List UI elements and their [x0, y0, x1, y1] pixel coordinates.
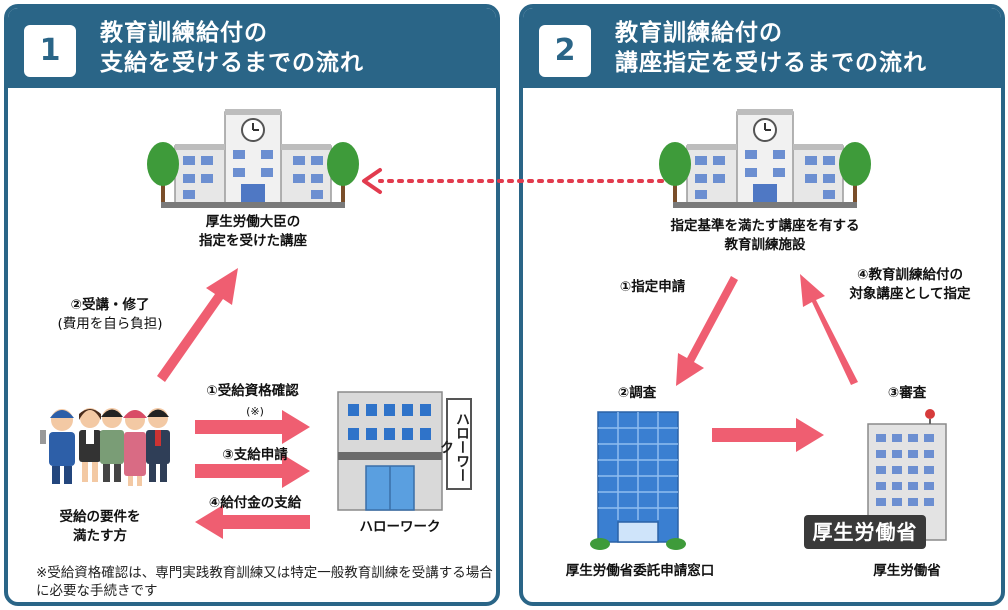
arrow-designation — [800, 274, 858, 385]
right-step3-label: ③審査 — [887, 385, 927, 401]
left-school-label-line2: 指定を受けた講座 — [199, 233, 307, 249]
panel-1-title-line1: 教育訓練給付の — [100, 20, 268, 46]
hellowork-label: ハローワーク — [359, 519, 441, 535]
panel-1: 1 教育訓練給付の 支給を受けるまでの流れ — [4, 4, 500, 606]
people-label: 受給の要件を 満たす方 — [40, 508, 160, 546]
right-step4-label-line2: 対象講座として指定 — [849, 286, 971, 302]
people-label-line2: 満たす方 — [73, 528, 127, 544]
right-school-label-line1: 指定基準を満たす講座を有する — [670, 218, 860, 234]
panel-2-number: 2 — [539, 25, 591, 77]
arrow-investigation-to-review — [712, 418, 824, 452]
step3-label: ③支給申請 — [222, 447, 288, 463]
school-building-left-icon — [146, 108, 360, 209]
arrow-step3 — [195, 454, 310, 488]
dotted-arrow-head — [362, 168, 382, 194]
footnote: ※受給資格確認は、専門実践教育訓練又は特定一般教育訓練を受講する場合に必要な手続… — [36, 565, 493, 599]
arrow-to-school — [157, 268, 238, 382]
panel-2-title-line2: 講座指定を受けるまでの流れ — [615, 50, 927, 76]
right-step1-label: ①指定申請 — [619, 279, 686, 295]
step2-label-line2: (費用を自ら負担) — [57, 316, 163, 332]
right-step4-label: ④教育訓練給付の 対象講座として指定 — [830, 266, 990, 304]
left-school-label-line1: 厚生労働大臣の — [205, 214, 301, 230]
panel-2-title: 教育訓練給付の 講座指定を受けるまでの流れ — [615, 18, 927, 78]
arrow-designation-request — [676, 276, 738, 386]
step1-label: ①受給資格確認 — [206, 383, 299, 399]
applicants-people-icon — [40, 408, 170, 486]
panel-1-number: 1 — [24, 25, 76, 77]
office-tower-icon — [590, 411, 686, 550]
step2-label: ②受講・修了 (費用を自ら負担) — [40, 296, 180, 334]
arrow-step1 — [195, 410, 310, 444]
right-step2-label: ②調査 — [617, 385, 657, 401]
hellowork-building-icon — [337, 391, 443, 511]
panel-1-title-line2: 支給を受けるまでの流れ — [100, 50, 364, 76]
right-step4-label-line1: ④教育訓練給付の — [857, 267, 963, 283]
left-arrows — [157, 268, 310, 539]
step4-label: ④給付金の支給 — [208, 495, 302, 511]
hellowork-sign: ハローワーク — [438, 398, 472, 490]
arrow-step4 — [195, 505, 310, 539]
ministry-label: 厚生労働省 — [873, 563, 941, 579]
panel-2-title-line1: 教育訓練給付の — [615, 20, 783, 46]
ministry-stamp: 厚生労働省 — [804, 515, 926, 549]
panel-2-header: 2 教育訓練給付の 講座指定を受けるまでの流れ — [523, 8, 1001, 88]
people-label-line1: 受給の要件を — [59, 509, 141, 525]
right-school-label: 指定基準を満たす講座を有する 教育訓練施設 — [650, 217, 880, 255]
office-label: 厚生労働省委託申請窓口 — [565, 563, 715, 579]
panel-1-header: 1 教育訓練給付の 支給を受けるまでの流れ — [8, 8, 496, 88]
right-school-label-line2: 教育訓練施設 — [724, 237, 806, 253]
step1-note: (※) — [246, 405, 264, 418]
left-school-label: 厚生労働大臣の 指定を受けた講座 — [163, 213, 343, 251]
panel-1-title: 教育訓練給付の 支給を受けるまでの流れ — [100, 18, 364, 78]
step2-label-line1: ②受講・修了 — [70, 297, 150, 313]
right-arrows — [676, 274, 858, 452]
school-building-right-icon — [658, 108, 872, 209]
